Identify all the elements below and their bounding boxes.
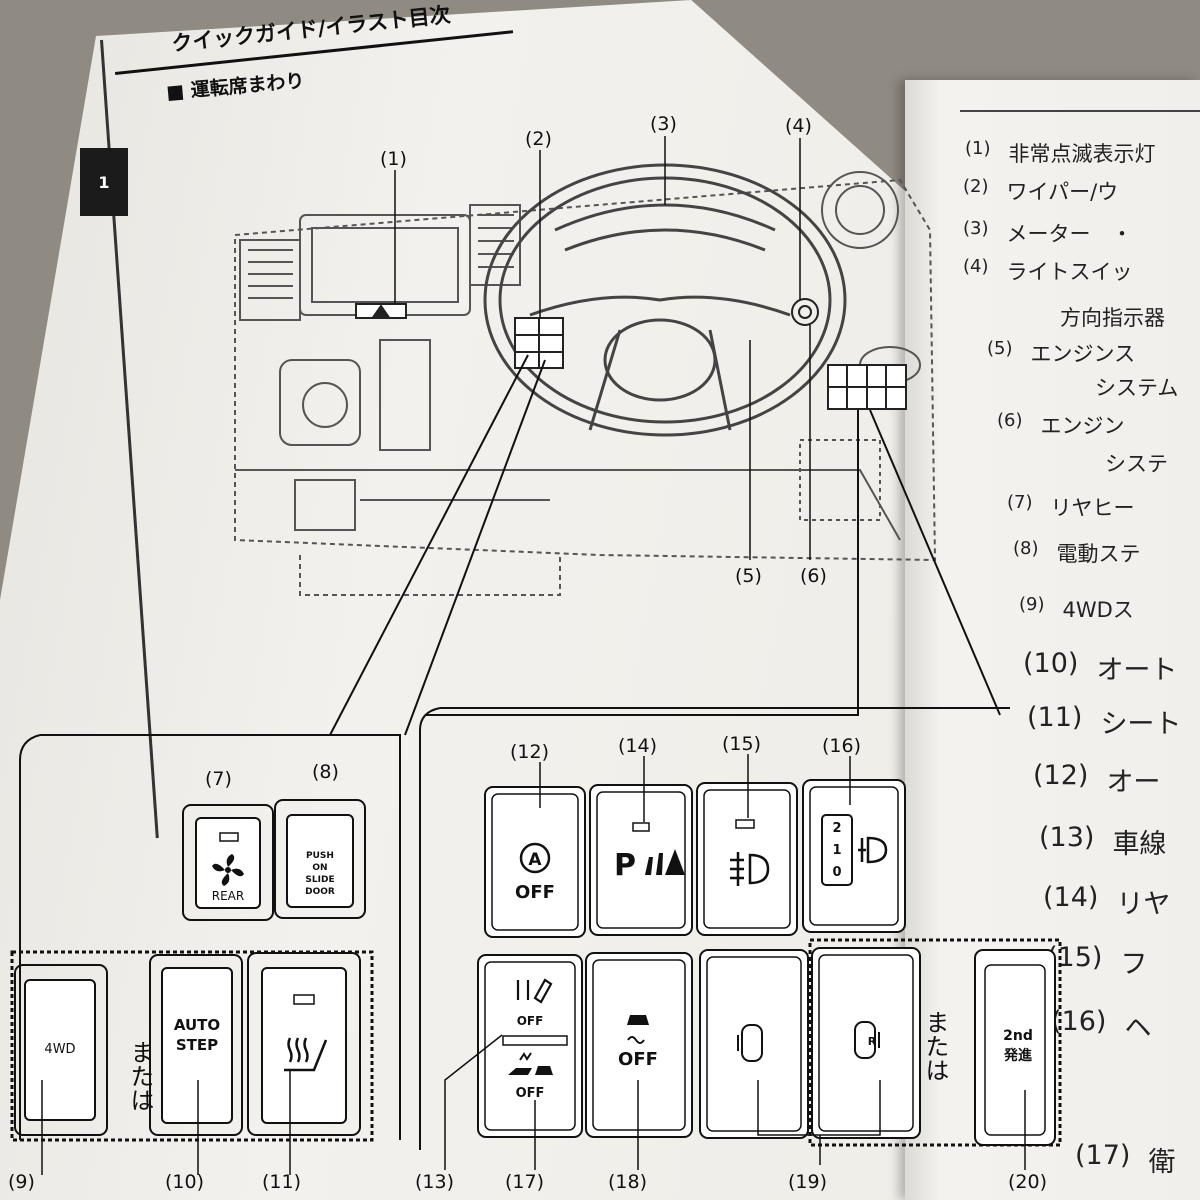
svg-text:OFF: OFF — [516, 1086, 545, 1101]
svg-text:4WD: 4WD — [44, 1042, 75, 1057]
svg-text:P: P — [614, 848, 636, 883]
skid-icon — [627, 1015, 649, 1044]
list-item: システ — [1105, 452, 1168, 476]
car-door-right-icon — [854, 1021, 880, 1059]
svg-text:OFF: OFF — [515, 882, 555, 903]
slide-door-switch: PUSH ON SLIDE DOOR — [274, 799, 366, 919]
right-page: (1)非常点滅表示灯 (2)ワイパー/ウ (3)メーター ・ (4)ライトスイッ… — [905, 80, 1200, 1200]
list-item: (10)オート — [1023, 648, 1178, 686]
auto-stop-off-switch: A OFF — [484, 786, 586, 938]
svg-text:OFF: OFF — [517, 1014, 544, 1028]
label-5: (5) — [735, 565, 762, 587]
label-20: (20) — [1008, 1171, 1047, 1193]
label-16: (16) — [822, 735, 861, 757]
rear-heater-switch: REAR — [182, 804, 274, 921]
or-text-right: または — [921, 1010, 949, 1082]
list-item: (8)電動ステ — [1013, 538, 1141, 566]
svg-text:PUSH: PUSH — [306, 851, 334, 861]
list-item: (16)ヘ — [1051, 1006, 1152, 1044]
list-item: (14)リヤ — [1043, 882, 1171, 920]
label-9: (9) — [8, 1171, 35, 1193]
label-10: (10) — [165, 1171, 204, 1193]
svg-text:発進: 発進 — [1003, 1047, 1032, 1064]
seat-heater-icon — [284, 1037, 328, 1072]
svg-text:2: 2 — [832, 821, 841, 836]
hazard-switch — [355, 303, 407, 319]
list-item: (1)非常点滅表示灯 — [965, 138, 1156, 166]
callout-connectors — [329, 354, 1001, 736]
label-2: (2) — [525, 128, 552, 150]
ignition-switch — [791, 298, 819, 326]
lane-departure-switch: OFF OFF — [477, 954, 583, 1138]
list-item: (11)シート — [1027, 702, 1182, 740]
second-start-switch: 2nd 発進 — [974, 949, 1056, 1146]
svg-text:AUTO: AUTO — [174, 1016, 220, 1034]
label-12: (12) — [510, 741, 549, 763]
left-callout-frame — [40, 734, 401, 1140]
label-18: (18) — [608, 1171, 647, 1193]
fan-icon — [212, 854, 244, 886]
headlight-icon — [858, 836, 888, 864]
fog-lamp-icon — [730, 852, 770, 886]
svg-text:SLIDE: SLIDE — [305, 875, 334, 885]
label-7: (7) — [205, 768, 232, 790]
steering-wheel — [483, 163, 847, 437]
power-slide-door-switch-right: R — [811, 947, 921, 1139]
svg-text:R: R — [868, 1035, 877, 1048]
list-item: (12)オー — [1033, 760, 1161, 798]
svg-text:OFF: OFF — [618, 1049, 658, 1070]
optional-group-left — [10, 950, 374, 1142]
list-item: (5)エンジンス — [987, 338, 1136, 366]
fog-lamp-switch — [696, 782, 798, 936]
svg-text:2nd: 2nd — [1003, 1028, 1033, 1044]
list-item: (2)ワイパー/ウ — [963, 176, 1119, 204]
vsc-off-switch: OFF — [585, 952, 693, 1138]
label-14: (14) — [618, 735, 657, 757]
rear-text: REAR — [212, 889, 244, 903]
label-17: (17) — [505, 1171, 544, 1193]
svg-text:0: 0 — [832, 865, 841, 880]
label-19: (19) — [788, 1171, 827, 1193]
svg-text:DOOR: DOOR — [305, 887, 335, 897]
list-item: (6)エンジン — [997, 410, 1125, 438]
list-item: 方向指示器 — [1060, 306, 1165, 330]
optional-group-right — [808, 938, 1062, 1147]
auto-step-switch: AUTO STEP — [149, 954, 243, 1136]
label-4: (4) — [785, 115, 812, 137]
rear-sensor-switch: P — [589, 784, 693, 936]
label-3: (3) — [650, 113, 677, 135]
car-door-left-icon — [737, 1024, 763, 1062]
label-6: (6) — [800, 565, 827, 587]
label-11: (11) — [262, 1171, 301, 1193]
power-slide-door-switch-left — [699, 949, 809, 1139]
dash-switch-cluster-left — [514, 317, 564, 369]
svg-text:ON: ON — [312, 863, 327, 873]
list-item: (13)車線 — [1039, 822, 1167, 860]
dash-switch-cluster-right — [827, 364, 907, 410]
right-page-rule — [960, 110, 1200, 112]
list-item: (4)ライトスイッ — [963, 256, 1133, 284]
svg-text:A: A — [528, 850, 542, 870]
parking-sensor-icon — [645, 849, 685, 875]
svg-text:1: 1 — [832, 843, 841, 858]
headlight-leveling-switch: 2 1 0 — [802, 779, 906, 933]
list-item: (9)4WDス — [1019, 594, 1134, 622]
svg-text:STEP: STEP — [176, 1036, 218, 1054]
4wd-switch: 4WD — [14, 964, 108, 1136]
list-item: (15)フ — [1047, 942, 1148, 980]
label-8: (8) — [312, 761, 339, 783]
seat-heater-switch — [247, 952, 361, 1136]
leader-lines — [394, 136, 811, 560]
label-1: (1) — [380, 148, 407, 170]
list-item: (3)メーター ・ — [963, 218, 1133, 246]
label-15: (15) — [722, 733, 761, 755]
list-item: (7)リヤヒー — [1007, 492, 1135, 520]
chapter-tab: 1 — [80, 148, 128, 216]
collision-icon — [508, 1052, 553, 1075]
label-13: (13) — [415, 1171, 454, 1193]
list-item: (17)衛 — [1075, 1140, 1176, 1178]
lane-icon — [516, 978, 553, 1004]
list-item: システム — [1095, 376, 1179, 400]
